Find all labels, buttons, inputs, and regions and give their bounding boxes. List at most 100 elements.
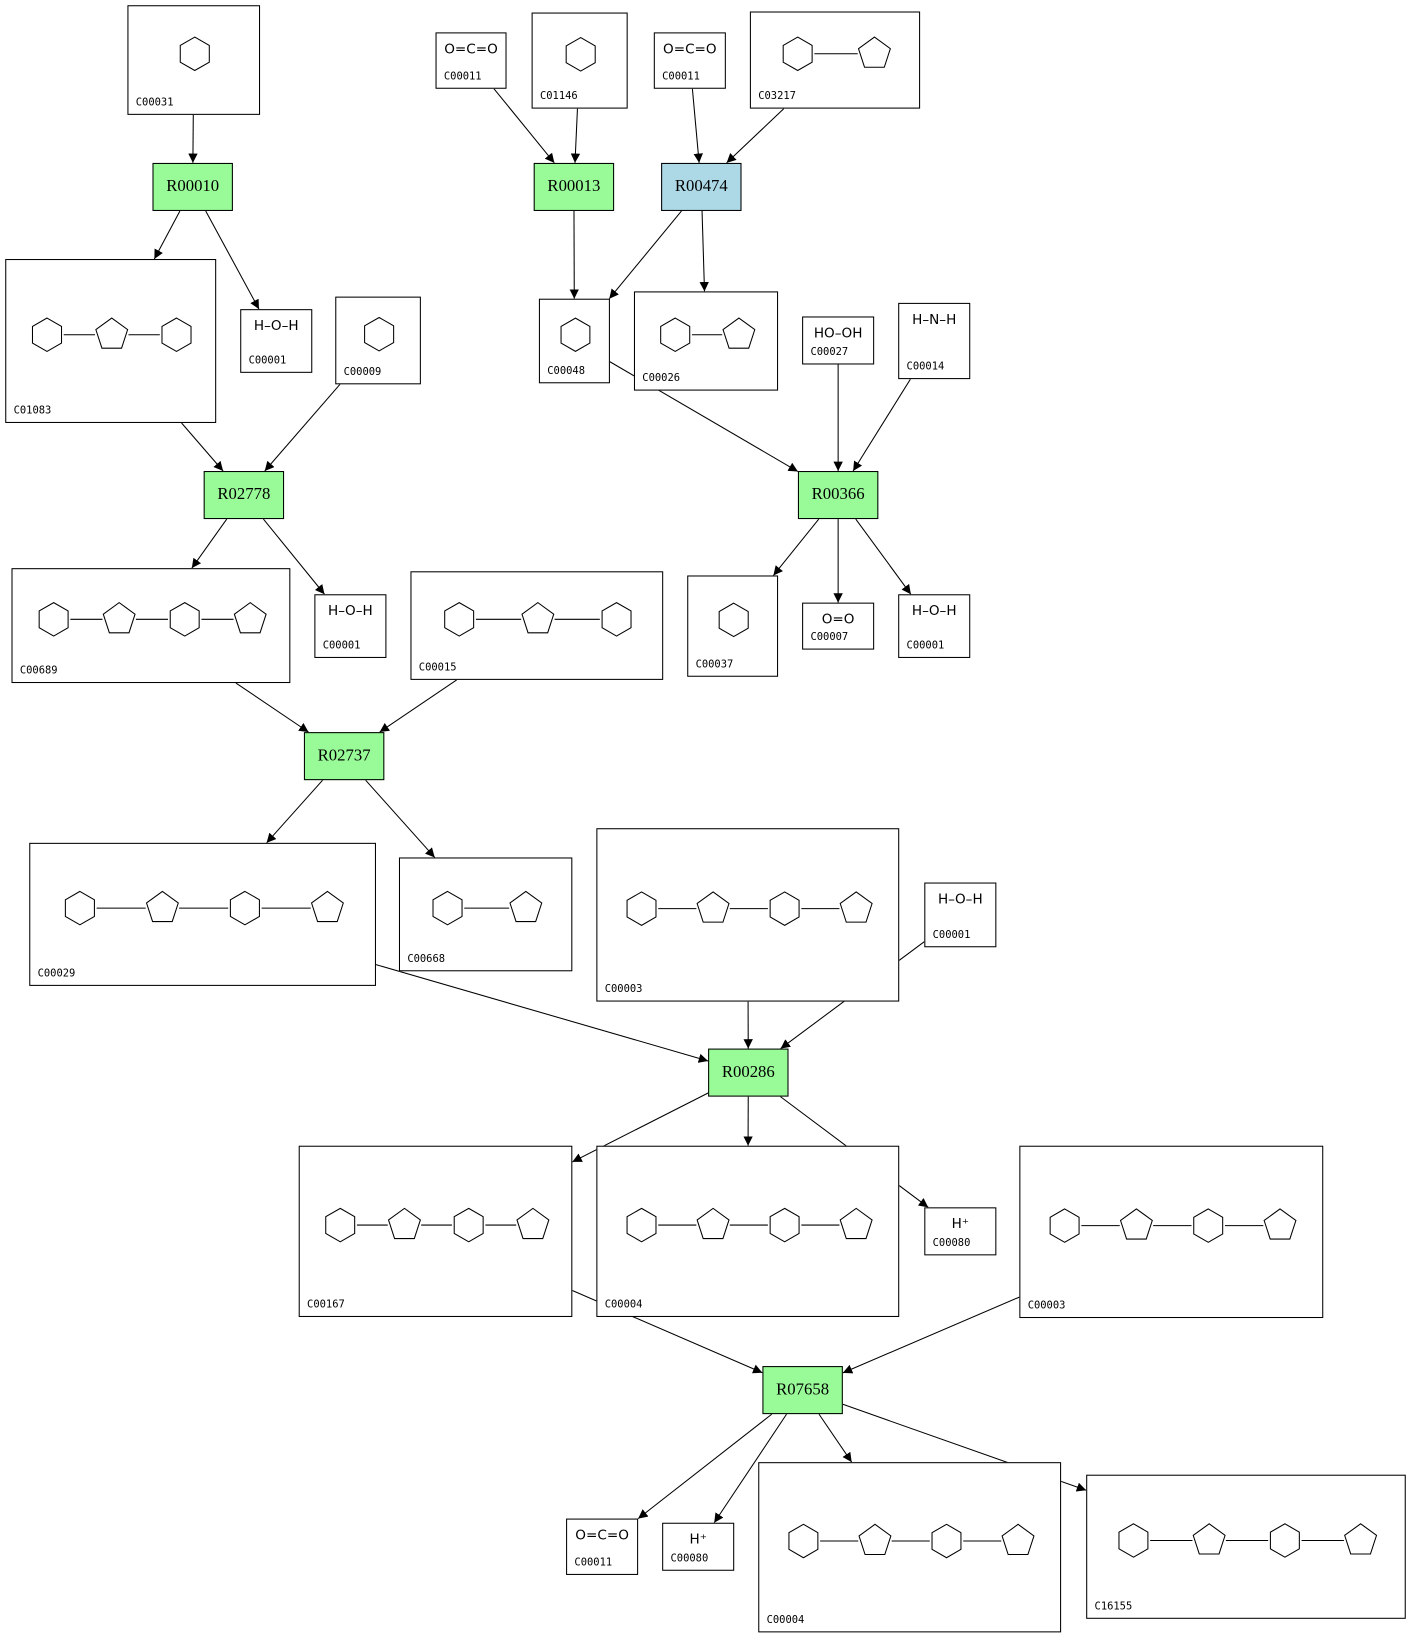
edge-r02778-c00689 (191, 518, 228, 569)
compound-node-c00011[interactable]: O=C=O C00011 (653, 32, 726, 89)
compound-id: C01083 (13, 405, 52, 417)
compound-id: C00001 (906, 640, 945, 652)
compound-id: C00080 (932, 1237, 971, 1250)
compound-node-c01083[interactable]: C01083 (5, 259, 217, 423)
structure-drawing (364, 316, 395, 352)
reaction-node-r00013[interactable]: R00013 (533, 162, 615, 211)
compound-id: C00014 (906, 361, 945, 373)
structure-formula: HO–OH (813, 325, 863, 342)
structure-drawing (626, 1207, 873, 1243)
compound-node-c00029[interactable]: C00029 (29, 842, 376, 986)
compound-id: C00689 (19, 665, 58, 677)
reaction-node-r00286[interactable]: R00286 (708, 1048, 789, 1097)
compound-node-c00001[interactable]: H–O–H C00001 (240, 309, 313, 373)
reaction-node-r00474[interactable]: R00474 (661, 162, 742, 211)
compound-node-c00003[interactable]: C00003 (596, 828, 900, 1002)
edge-c00011b-r00474 (691, 88, 703, 163)
structure-drawing (31, 317, 192, 353)
edge-c01146-r00013 (570, 108, 581, 163)
compound-node-c00011[interactable]: O=C=O C00011 (566, 1518, 639, 1575)
compound-node-c00015[interactable]: C00015 (410, 571, 664, 680)
structure-drawing (1049, 1208, 1297, 1243)
edge-c00029-r00286 (375, 964, 709, 1063)
compound-id: C00009 (343, 366, 382, 379)
compound-id: C00011 (443, 71, 482, 83)
compound-node-c00031[interactable]: C00031 (127, 5, 261, 115)
structure-formula: H⁺ (951, 1216, 970, 1233)
edge-r07658-c00004b (818, 1413, 853, 1463)
compound-node-c00167[interactable]: C00167 (298, 1145, 573, 1317)
structure-formula: H–O–H (253, 318, 299, 335)
compound-node-c00001[interactable]: H–O–H C00001 (898, 594, 971, 658)
compound-node-c00026[interactable]: C00026 (633, 291, 779, 391)
compound-id: C03217 (758, 90, 796, 103)
structure-formula: H–O–H (911, 603, 957, 620)
compound-node-c00037[interactable]: C00037 (687, 575, 779, 677)
edge-c00009-r02778 (264, 383, 341, 472)
reaction-node-r00010[interactable]: R00010 (152, 162, 233, 211)
compound-id: C00001 (932, 929, 971, 942)
reaction-node-r00366[interactable]: R00366 (797, 471, 879, 520)
compound-id: C01146 (539, 90, 578, 103)
compound-id: C00031 (135, 97, 174, 109)
compound-node-c00048[interactable]: C00048 (538, 298, 610, 384)
structure-drawing (444, 601, 632, 637)
reaction-node-r02778[interactable]: R02778 (203, 471, 285, 520)
edge-r07658-c00011c (637, 1413, 773, 1520)
edge-r00010-c01083 (153, 210, 181, 260)
edge-c00014-r00366 (852, 378, 911, 472)
structure-formula: O=C=O (663, 41, 717, 58)
compound-node-c00009[interactable]: C00009 (335, 296, 421, 385)
compound-node-c00004[interactable]: C00004 (596, 1145, 900, 1317)
compound-id: C00080 (670, 1553, 709, 1565)
compound-node-c00003[interactable]: C00003 (1019, 1145, 1324, 1319)
structure-formula: H–O–H (328, 603, 373, 620)
edge-r00366-c00037 (773, 518, 820, 576)
edge-r02737-c00029 (266, 779, 324, 844)
structure-formula: O=C=O (575, 1527, 629, 1544)
compound-id: C00011 (662, 71, 700, 83)
edge-r00010-c00001a (205, 210, 260, 310)
compound-id: C00003 (604, 983, 643, 996)
compound-id: C00037 (695, 659, 734, 671)
edge-r07658-c00080b (713, 1413, 788, 1524)
compound-id: C00011 (574, 1557, 613, 1569)
compound-id: C00167 (307, 1299, 345, 1311)
reaction-node-r02737[interactable]: R02737 (303, 732, 385, 781)
compound-node-c01146[interactable]: C01146 (531, 12, 628, 109)
edge-c00003b-r07658 (842, 1296, 1020, 1374)
compound-node-c00004[interactable]: C00004 (758, 1462, 1062, 1633)
compound-node-c00080[interactable]: H⁺ C00080 (662, 1522, 735, 1571)
structure-formula: H⁺ (689, 1532, 707, 1548)
compound-node-c16155[interactable]: C16155 (1086, 1474, 1406, 1619)
structure-drawing (1118, 1523, 1378, 1558)
compound-node-c03217[interactable]: C03217 (749, 11, 921, 109)
structure-drawing (179, 36, 210, 72)
compound-id: C00048 (547, 365, 585, 378)
edge-c03217-r00474 (726, 108, 785, 164)
compound-node-c00689[interactable]: C00689 (11, 568, 291, 684)
compound-id: C00001 (248, 355, 287, 367)
reaction-node-r07658[interactable]: R07658 (762, 1366, 843, 1415)
edge-c00689-r02737 (235, 682, 309, 733)
compound-id: C00027 (810, 346, 849, 359)
structure-drawing (565, 36, 596, 72)
edge-c00011a-r00013 (493, 88, 555, 164)
compound-node-c00001[interactable]: H–O–H C00001 (924, 882, 997, 948)
structure-drawing (432, 890, 543, 926)
edge-c01083-r02778 (181, 422, 224, 472)
structure-formula: H–O–H (937, 891, 983, 908)
compound-node-c00668[interactable]: C00668 (398, 857, 573, 972)
compound-id: C00026 (642, 372, 681, 385)
structure-drawing (782, 36, 891, 72)
compound-node-c00080[interactable]: H⁺ C00080 (924, 1207, 997, 1256)
compound-node-c00027[interactable]: HO–OH C00027 (802, 316, 875, 365)
edge-r00286-c00167 (572, 1092, 709, 1163)
structure-drawing (38, 601, 267, 637)
